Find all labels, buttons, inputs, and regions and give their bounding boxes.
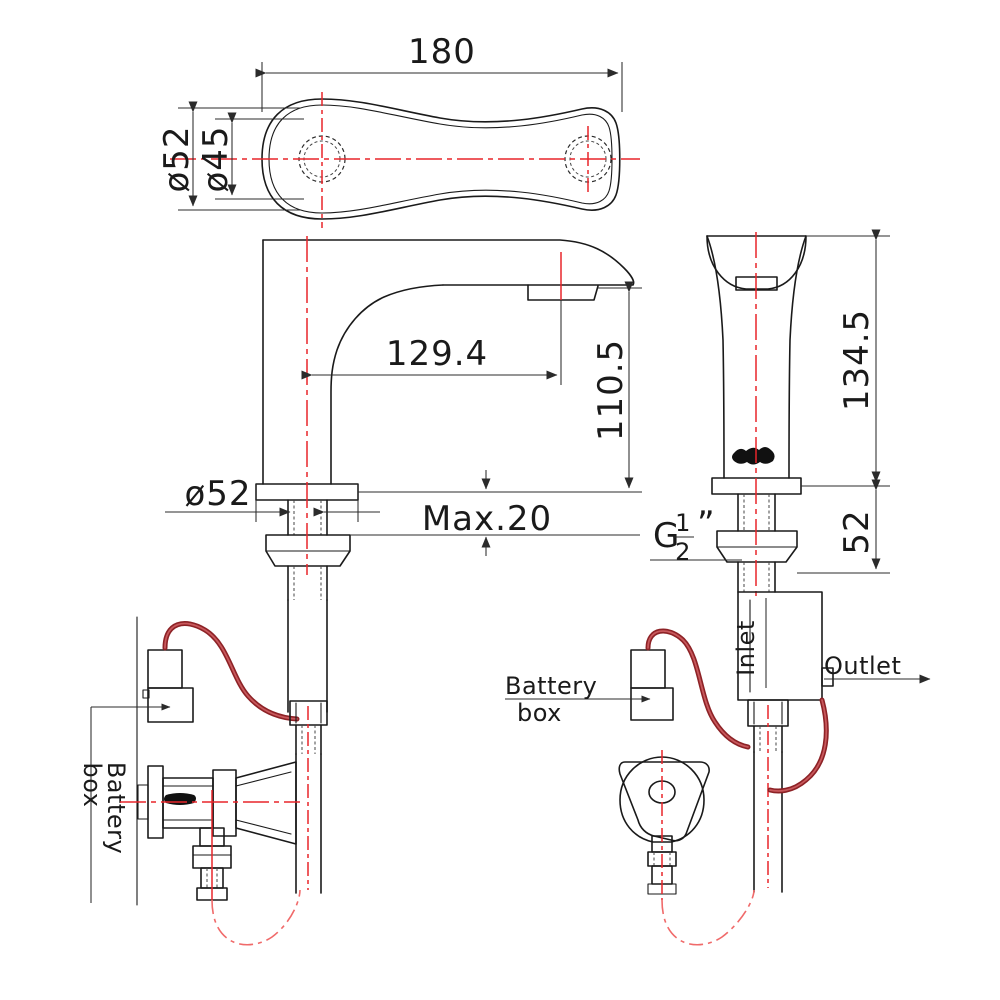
dimension-thread-length: 52: [797, 479, 890, 574]
side-view-body-outline: [706, 235, 807, 593]
dimension-label-129-4: 129.4: [386, 334, 488, 374]
dimension-label-dia45-top: ø45: [196, 125, 236, 192]
thread-size-g: G: [653, 516, 680, 556]
dimension-label-dia52-top: ø52: [157, 125, 197, 192]
thread-size-unit: ”: [697, 504, 716, 544]
hose-right-loop: [767, 697, 829, 794]
battery-box-left-label-line2: box: [78, 763, 106, 808]
dimension-label-52: 52: [837, 509, 877, 554]
hose-right-highlight: [647, 630, 749, 748]
angle-valve-left: [137, 761, 297, 901]
battery-box-right-label-line2: box: [517, 699, 562, 727]
flex-hose-right: [661, 889, 755, 946]
dimension-overall-length: 180: [255, 32, 623, 112]
callout-thread-size: G 1 2 ”: [650, 504, 742, 566]
thread-size-numerator: 1: [675, 509, 691, 537]
side-view: 134.5 52 G 1 2 ”: [650, 229, 890, 600]
top-view-body-outline: [261, 98, 621, 220]
dimension-ring-inner-dia: ø45: [196, 112, 304, 200]
dimension-max-deck-thickness: Max.20: [350, 470, 640, 556]
inlet-label: Inlet: [732, 620, 760, 676]
thread-size-denominator: 2: [675, 538, 691, 566]
battery-box-right: [630, 649, 674, 721]
hose-left: [162, 621, 300, 722]
outlet-label: Outlet: [824, 652, 901, 680]
side-view-sensor-mark: [732, 447, 775, 465]
tube-connector-right: [747, 699, 789, 893]
dimension-spout-height: 110.5: [470, 281, 642, 493]
dimension-spout-reach: 129.4: [301, 300, 562, 385]
valve-left-mark: [164, 793, 196, 805]
dimension-base-dia: ø52: [165, 474, 380, 522]
dimension-label-180: 180: [408, 32, 476, 72]
hose-right-loop-highlight: [769, 699, 828, 792]
installation-view-right: Battery box Inlet Outlet: [505, 591, 931, 946]
top-view: 180 ø52: [157, 32, 640, 228]
battery-box-left-leader: Battery box: [78, 703, 171, 903]
dimension-label-110-5: 110.5: [591, 339, 631, 441]
inlet-callout: Inlet: [732, 598, 767, 688]
dimension-label-max20: Max.20: [422, 499, 552, 539]
dimension-body-height: 134.5: [801, 229, 890, 487]
flex-hose-left: [211, 889, 301, 946]
outlet-callout: Outlet: [824, 652, 931, 684]
front-view: 129.4 110.5 ø52 Max.20: [165, 236, 642, 713]
front-view-body-outline: [255, 239, 635, 713]
hose-left-highlight: [164, 622, 298, 720]
dimension-label-134-5: 134.5: [837, 309, 877, 411]
battery-box-right-label-line1: Battery: [505, 672, 597, 700]
dimension-ring-outer-dia: ø52: [157, 101, 300, 211]
battery-box-left-label-line1: Battery: [102, 762, 130, 854]
battery-box-right-leader: Battery box: [505, 672, 651, 727]
installation-view-left: Battery box: [78, 616, 328, 946]
dimension-label-dia52-base: ø52: [184, 474, 251, 514]
angle-valve-right: [618, 756, 710, 895]
battery-box-left: [142, 649, 194, 723]
